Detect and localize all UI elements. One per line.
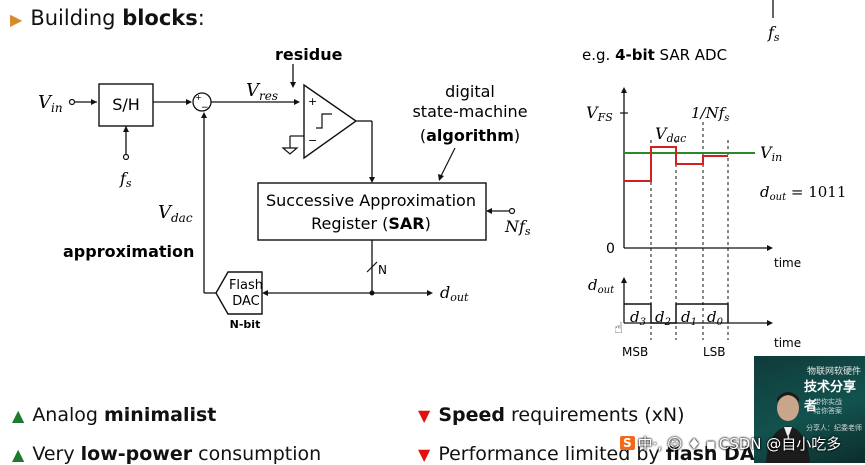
n-bus-label: N [378,263,387,277]
corner-fs-arrow: fs [767,0,780,44]
triangle-down-icon: ▼ [418,406,431,425]
flash-dac-block [215,271,263,315]
bullet-analog-minimalist: ▲Analog minimalist [12,404,217,426]
sogou-logo-icon: S [620,436,635,450]
triangle-up-icon: ▲ [12,445,25,464]
example-title: e.g. 4-bit SAR ADC [582,46,727,64]
dout-label: dout [440,283,469,304]
vfs-label: VFS [586,103,613,124]
nfs-label: Nfs [504,217,531,238]
fs-label: fs [119,169,132,190]
svg-text:+: + [195,93,202,102]
presenter-avatar [766,392,810,463]
period-label: 1/Nfs [691,104,729,124]
bullet-arrow-icon: ▶ [10,10,23,29]
bullet-flash-dac: ▼Performance limited by flash DAC [418,443,769,465]
triangle-down-icon: ▼ [418,445,431,464]
nbit-label: N-bit [230,318,261,331]
vin-level-label: Vin [760,143,782,164]
slide-heading: ▶Building blocks: [10,6,205,30]
sample-hold-label: S/H [112,95,140,114]
bit-d2: d2 [655,308,671,328]
lsb-label: LSB [703,345,726,359]
dout-result-label: dout = 1011 [760,183,846,203]
zero-label: 0 [606,241,615,257]
msb-label: MSB [622,345,648,359]
dout-bit-waveform [624,303,729,324]
svg-text:−: − [308,134,317,147]
vin-label: Vin [38,92,63,115]
sar-register-block [257,182,487,241]
algorithm-label: (algorithm) [420,126,520,145]
triangle-up-icon: ▲ [12,406,25,425]
svg-text:Flash: Flash [229,278,263,293]
digital-label: digital [445,82,495,101]
sar-line1: Successive Approximation [266,191,476,210]
comparator [303,83,358,160]
sar-line2: Register (SAR) [311,214,431,233]
corner-fs-label: fs [767,23,780,44]
time-label-1: time [774,256,801,270]
state-machine-label: state-machine [412,102,527,121]
time-label-2: time [774,336,801,350]
bullet-speed: ▼Speed requirements (xN) [418,404,685,426]
approximation-label: approximation [63,242,194,261]
bit-d0: d0 [707,308,724,328]
sar-block-diagram: Vin S/H fs + − Vres residue + − digital … [38,45,531,331]
comparator-symbol-icon [316,113,332,129]
svg-text:+: + [308,95,317,108]
hand-cursor-icon: ☝ [614,319,623,337]
bit-d3: d3 [630,308,646,328]
svg-text:DAC: DAC [232,294,260,309]
residue-label: residue [275,45,343,64]
presenter-video-overlay[interactable]: 物联网软硬件 技术分享者 带你实战给你答案 分享人：纪委老师 [754,356,865,463]
dout-axis-label: dout [588,276,615,296]
vres-label: Vres [246,80,278,103]
vdac-label: Vdac [158,202,193,225]
sar-timing-diagram: e.g. 4-bit SAR ADC VFS 0 time Vin Vdac 1… [582,46,846,359]
csdn-watermark: S 中·, ☺ ♦ ▪ CSDN @自小吃多 [620,432,841,454]
bullet-low-power: ▲Very low-power consumption [12,443,322,465]
sample-hold-block [98,83,154,127]
svg-text:−: − [201,103,209,113]
bit-d1: d1 [681,308,697,328]
vdac-staircase [624,146,728,182]
ground-icon [281,147,299,155]
vdac-plot-label: Vdac [655,124,686,145]
